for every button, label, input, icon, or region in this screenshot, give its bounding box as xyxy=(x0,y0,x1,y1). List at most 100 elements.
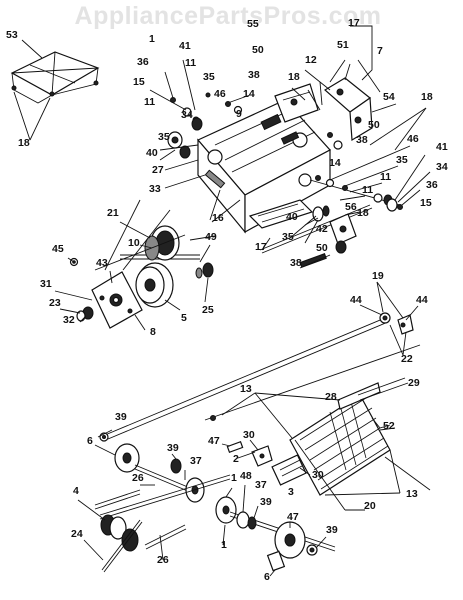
part-label-38: 38 xyxy=(248,69,260,81)
part-label-1: 1 xyxy=(149,33,155,45)
drum-assembly xyxy=(204,344,431,511)
part-label-6: 6 xyxy=(87,435,93,447)
part-label-26: 26 xyxy=(157,554,169,566)
part-label-13: 13 xyxy=(240,383,252,395)
part-label-44: 44 xyxy=(350,294,362,306)
part-label-47: 47 xyxy=(287,511,299,523)
part-label-1: 1 xyxy=(231,472,237,484)
part-label-37: 37 xyxy=(255,479,267,491)
part-label-37: 37 xyxy=(190,455,202,467)
watermark-text: AppliancePartsPros.com xyxy=(75,2,382,30)
part-label-11: 11 xyxy=(144,96,155,108)
part-label-50: 50 xyxy=(316,242,328,254)
part-label-54: 54 xyxy=(383,91,395,103)
lower-shaft-assembly xyxy=(77,429,231,573)
part-label-8: 8 xyxy=(150,326,156,338)
part-label-27: 27 xyxy=(152,164,164,176)
part-label-33: 33 xyxy=(149,183,161,195)
part-label-40: 40 xyxy=(146,147,158,159)
part-label-11: 11 xyxy=(380,171,391,183)
main-housing xyxy=(197,83,331,234)
mounting-plate-8 xyxy=(54,257,146,331)
part-label-31: 31 xyxy=(40,278,52,290)
part-label-39: 39 xyxy=(115,411,127,423)
part-label-21: 21 xyxy=(107,207,119,219)
part-label-14: 14 xyxy=(329,157,341,169)
part-label-20: 20 xyxy=(364,500,376,512)
part-label-5: 5 xyxy=(181,312,187,324)
long-rod-assembly xyxy=(104,281,419,440)
part-label-48: 48 xyxy=(240,470,252,482)
part-label-16: 16 xyxy=(212,212,224,224)
part-label-6: 6 xyxy=(264,571,270,583)
part-label-53: 53 xyxy=(6,29,18,41)
part-label-52: 52 xyxy=(383,420,395,432)
part-label-18: 18 xyxy=(421,91,433,103)
part-label-44: 44 xyxy=(416,294,428,306)
part-label-18: 18 xyxy=(288,71,300,83)
part-label-36: 36 xyxy=(137,56,149,68)
part-label-26: 26 xyxy=(132,472,144,484)
part-label-13: 13 xyxy=(406,488,418,500)
part-label-4: 4 xyxy=(73,485,79,497)
part-label-38: 38 xyxy=(290,257,302,269)
part-label-35: 35 xyxy=(203,71,215,83)
part-label-23: 23 xyxy=(49,297,61,309)
left-hardware xyxy=(149,59,251,189)
part-label-11: 11 xyxy=(362,184,373,196)
part-label-15: 15 xyxy=(420,197,432,209)
part-label-29: 29 xyxy=(408,377,420,389)
part-label-43: 43 xyxy=(96,257,108,269)
part-label-32: 32 xyxy=(63,314,75,326)
assembly-guide-lines xyxy=(94,189,271,271)
part-label-3: 3 xyxy=(288,486,294,498)
part-label-1: 1 xyxy=(221,539,227,551)
part-label-55: 55 xyxy=(247,18,259,30)
part-label-30: 30 xyxy=(312,469,324,481)
part-label-18: 18 xyxy=(357,207,369,219)
part-label-41: 41 xyxy=(436,141,448,153)
part-label-47: 47 xyxy=(208,435,220,447)
part-label-25: 25 xyxy=(202,304,214,316)
part-label-34: 34 xyxy=(181,109,193,121)
part-label-35: 35 xyxy=(396,154,408,166)
lower-right-hub-assembly xyxy=(215,484,336,577)
part-label-19: 19 xyxy=(372,270,384,282)
part-label-41: 41 xyxy=(179,40,191,52)
part-label-38: 38 xyxy=(356,134,368,146)
part-label-7: 7 xyxy=(377,45,383,57)
lower-right-shaft xyxy=(259,204,373,269)
part-label-39: 39 xyxy=(260,496,272,508)
part-label-17: 17 xyxy=(255,241,267,253)
part-label-35: 35 xyxy=(158,131,170,143)
part-label-46: 46 xyxy=(214,88,226,100)
part-label-34: 34 xyxy=(436,161,448,173)
part-label-17: 17 xyxy=(348,17,360,29)
lever-parts xyxy=(221,439,311,486)
auger-cover-53 xyxy=(10,39,100,141)
part-label-15: 15 xyxy=(133,76,145,88)
part-label-40: 40 xyxy=(286,211,298,223)
part-label-11: 11 xyxy=(185,57,196,69)
right-bracket-assembly xyxy=(291,25,427,151)
part-label-39: 39 xyxy=(326,524,338,536)
part-label-10: 10 xyxy=(128,237,140,249)
part-label-56: 56 xyxy=(345,201,357,213)
part-label-14: 14 xyxy=(243,88,255,100)
part-label-50: 50 xyxy=(368,119,380,131)
right-hardware-stack xyxy=(309,145,431,212)
part-label-24: 24 xyxy=(71,528,83,540)
part-label-51: 51 xyxy=(337,39,349,51)
part-label-2: 2 xyxy=(233,453,239,465)
part-label-18: 18 xyxy=(18,137,30,149)
part-label-28: 28 xyxy=(325,391,337,403)
part-label-22: 22 xyxy=(401,353,413,365)
part-label-39: 39 xyxy=(167,442,179,454)
part-label-42: 42 xyxy=(316,223,328,235)
part-label-46: 46 xyxy=(407,133,419,145)
part-label-49: 49 xyxy=(205,231,217,243)
part-label-30: 30 xyxy=(243,429,255,441)
part-label-12: 12 xyxy=(305,54,317,66)
